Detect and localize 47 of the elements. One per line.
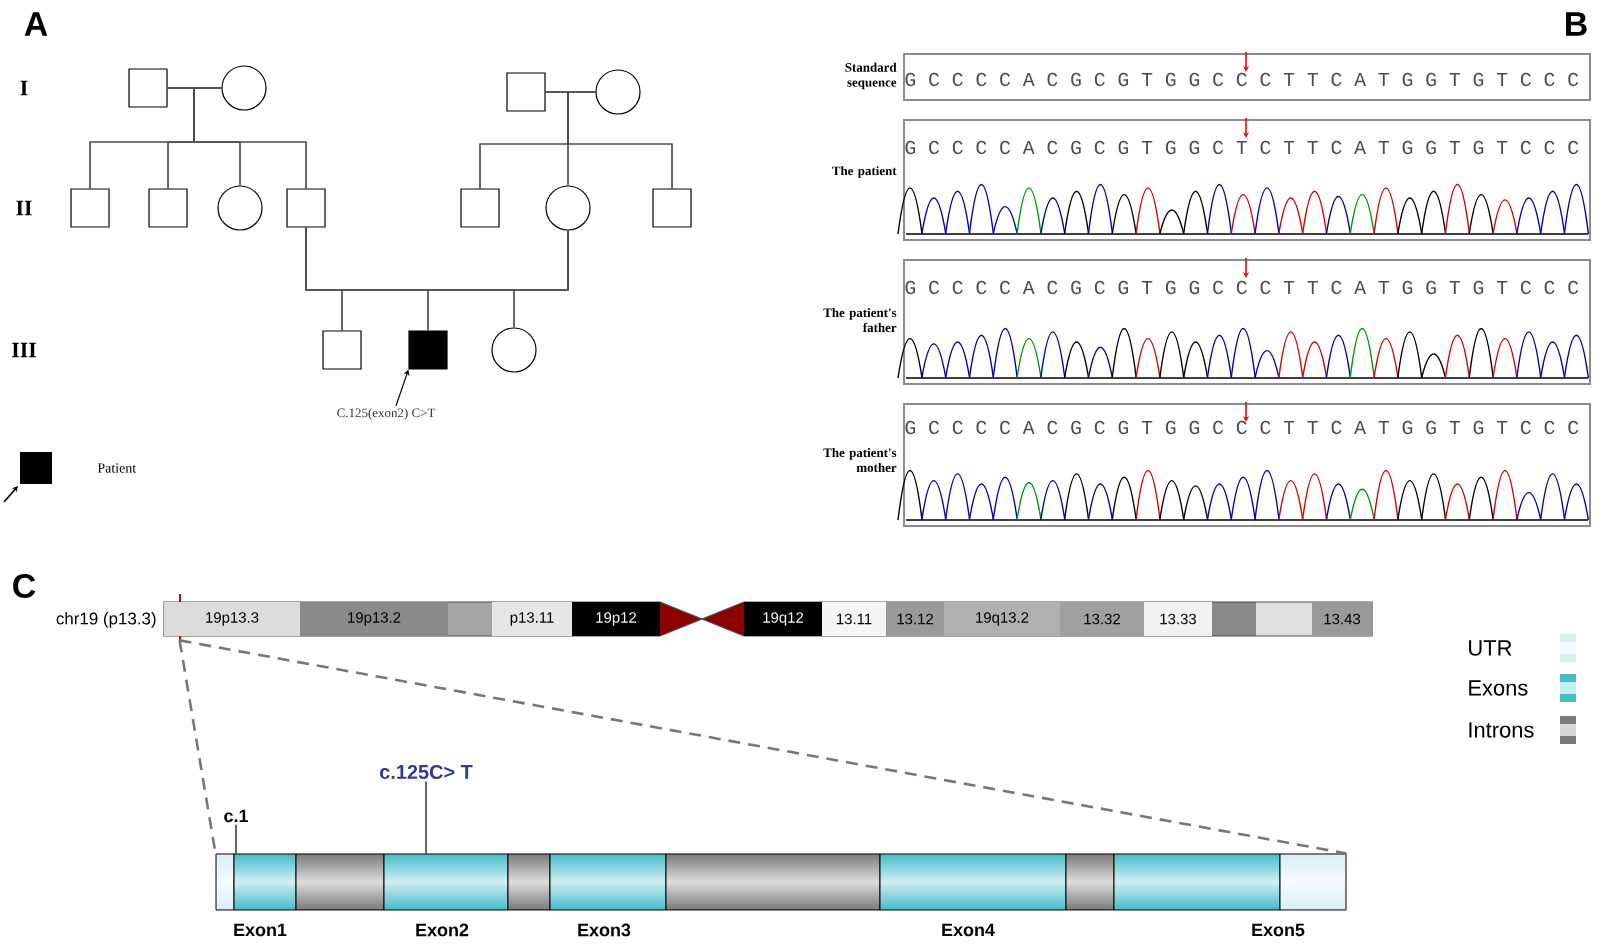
male-symbol	[460, 188, 500, 228]
panel-letter: C	[13, 574, 36, 598]
male-symbol	[70, 188, 110, 228]
zoom-line	[179, 639, 1347, 855]
position-label: c.1	[224, 809, 248, 823]
exon-label: Exon4	[942, 923, 995, 937]
exon-label: Exon3	[578, 923, 631, 937]
leader-line	[235, 824, 237, 855]
generation-label: II	[16, 200, 32, 216]
male-symbol	[148, 188, 188, 228]
female-symbol	[545, 185, 591, 231]
utr-segment	[1279, 853, 1347, 911]
male-symbol	[322, 330, 362, 370]
generation-label: III	[12, 342, 37, 358]
female-symbol	[217, 185, 263, 231]
intron-segment	[295, 853, 385, 911]
patient-symbol	[408, 330, 448, 370]
intron-segment	[665, 853, 881, 911]
exon-label: Exon1	[234, 923, 287, 937]
zoom-line	[178, 640, 217, 854]
male-symbol	[128, 68, 168, 108]
descent-line	[193, 87, 307, 189]
position-label: c.125C> T	[380, 764, 473, 780]
male-symbol	[506, 72, 546, 112]
utr-segment	[215, 853, 235, 911]
panel-letter: B	[1566, 12, 1587, 36]
descent-line	[513, 230, 569, 328]
female-symbol	[595, 69, 641, 115]
male-symbol	[286, 188, 326, 228]
legend-label: UTR	[1469, 640, 1512, 656]
base-sequence: G C C C C A C G C G T G G C C C T T C A T G G T G T C C C	[905, 280, 1579, 295]
exon-label: Exon5	[1252, 923, 1305, 937]
base-sequence: G C C C C A C G C G T G G C C C T T C A T G G T G T C C C	[905, 72, 1579, 87]
intron-segment	[1065, 853, 1115, 911]
descent-line	[567, 91, 673, 189]
female-symbol	[221, 65, 267, 111]
male-symbol	[652, 188, 692, 228]
generation-label: I	[20, 80, 28, 96]
panel-letter: A	[24, 12, 48, 36]
legend-label: Exons	[1469, 680, 1528, 696]
legend-label: Introns	[1469, 722, 1534, 738]
base-sequence: G C C C C A C G C G T G G C T C T T C A T G G T G T C C C	[905, 140, 1579, 155]
leader-line	[425, 780, 427, 855]
base-sequence: G C C C C A C G C G T G G C C C T T C A T G G T G T C C C	[905, 420, 1579, 435]
exon-label: Exon2	[416, 923, 469, 937]
female-symbol	[491, 327, 537, 373]
intron-segment	[507, 853, 551, 911]
